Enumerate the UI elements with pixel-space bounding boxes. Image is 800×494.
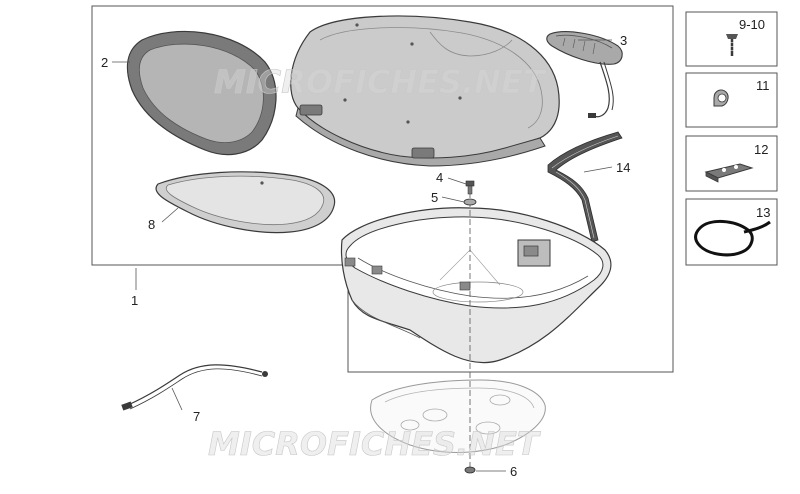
top-case-lid <box>290 15 560 167</box>
nut <box>464 466 476 474</box>
callout-4: 4 <box>436 170 443 185</box>
callout-2: 2 <box>101 55 108 70</box>
mounting-plate <box>370 379 546 453</box>
watermark-top: MICROFICHES.NET <box>214 63 547 101</box>
callout-1: 1 <box>131 293 138 308</box>
callout-5: 5 <box>431 190 438 205</box>
leader-lines <box>112 39 613 472</box>
detail-box-12 <box>685 135 778 192</box>
assembly-boundary <box>91 5 674 373</box>
cable-clip-part <box>713 89 729 107</box>
callout-9-10: 9-10 <box>739 17 765 32</box>
seal-strip <box>547 131 623 243</box>
callout-12: 12 <box>754 142 768 157</box>
callout-8: 8 <box>148 217 155 232</box>
detail-box-11 <box>685 72 778 128</box>
callout-14: 14 <box>616 160 630 175</box>
gasket-ring-part <box>694 220 771 257</box>
backrest-plate <box>155 171 336 234</box>
bracket-part <box>704 163 754 183</box>
washer <box>463 198 477 206</box>
callout-11: 11 <box>756 78 770 93</box>
callout-13: 13 <box>756 205 770 220</box>
screw <box>465 180 475 195</box>
top-case-shell <box>340 207 612 364</box>
detail-box-13 <box>685 198 778 266</box>
detail-box-9-10 <box>685 11 778 67</box>
callout-6: 6 <box>510 464 517 479</box>
release-cable <box>121 364 268 411</box>
callout-3: 3 <box>620 33 627 48</box>
callout-7: 7 <box>193 409 200 424</box>
watermark-bottom: MICROFICHES.NET <box>208 425 541 463</box>
backrest-pad <box>126 30 277 156</box>
screw-part <box>726 34 738 56</box>
